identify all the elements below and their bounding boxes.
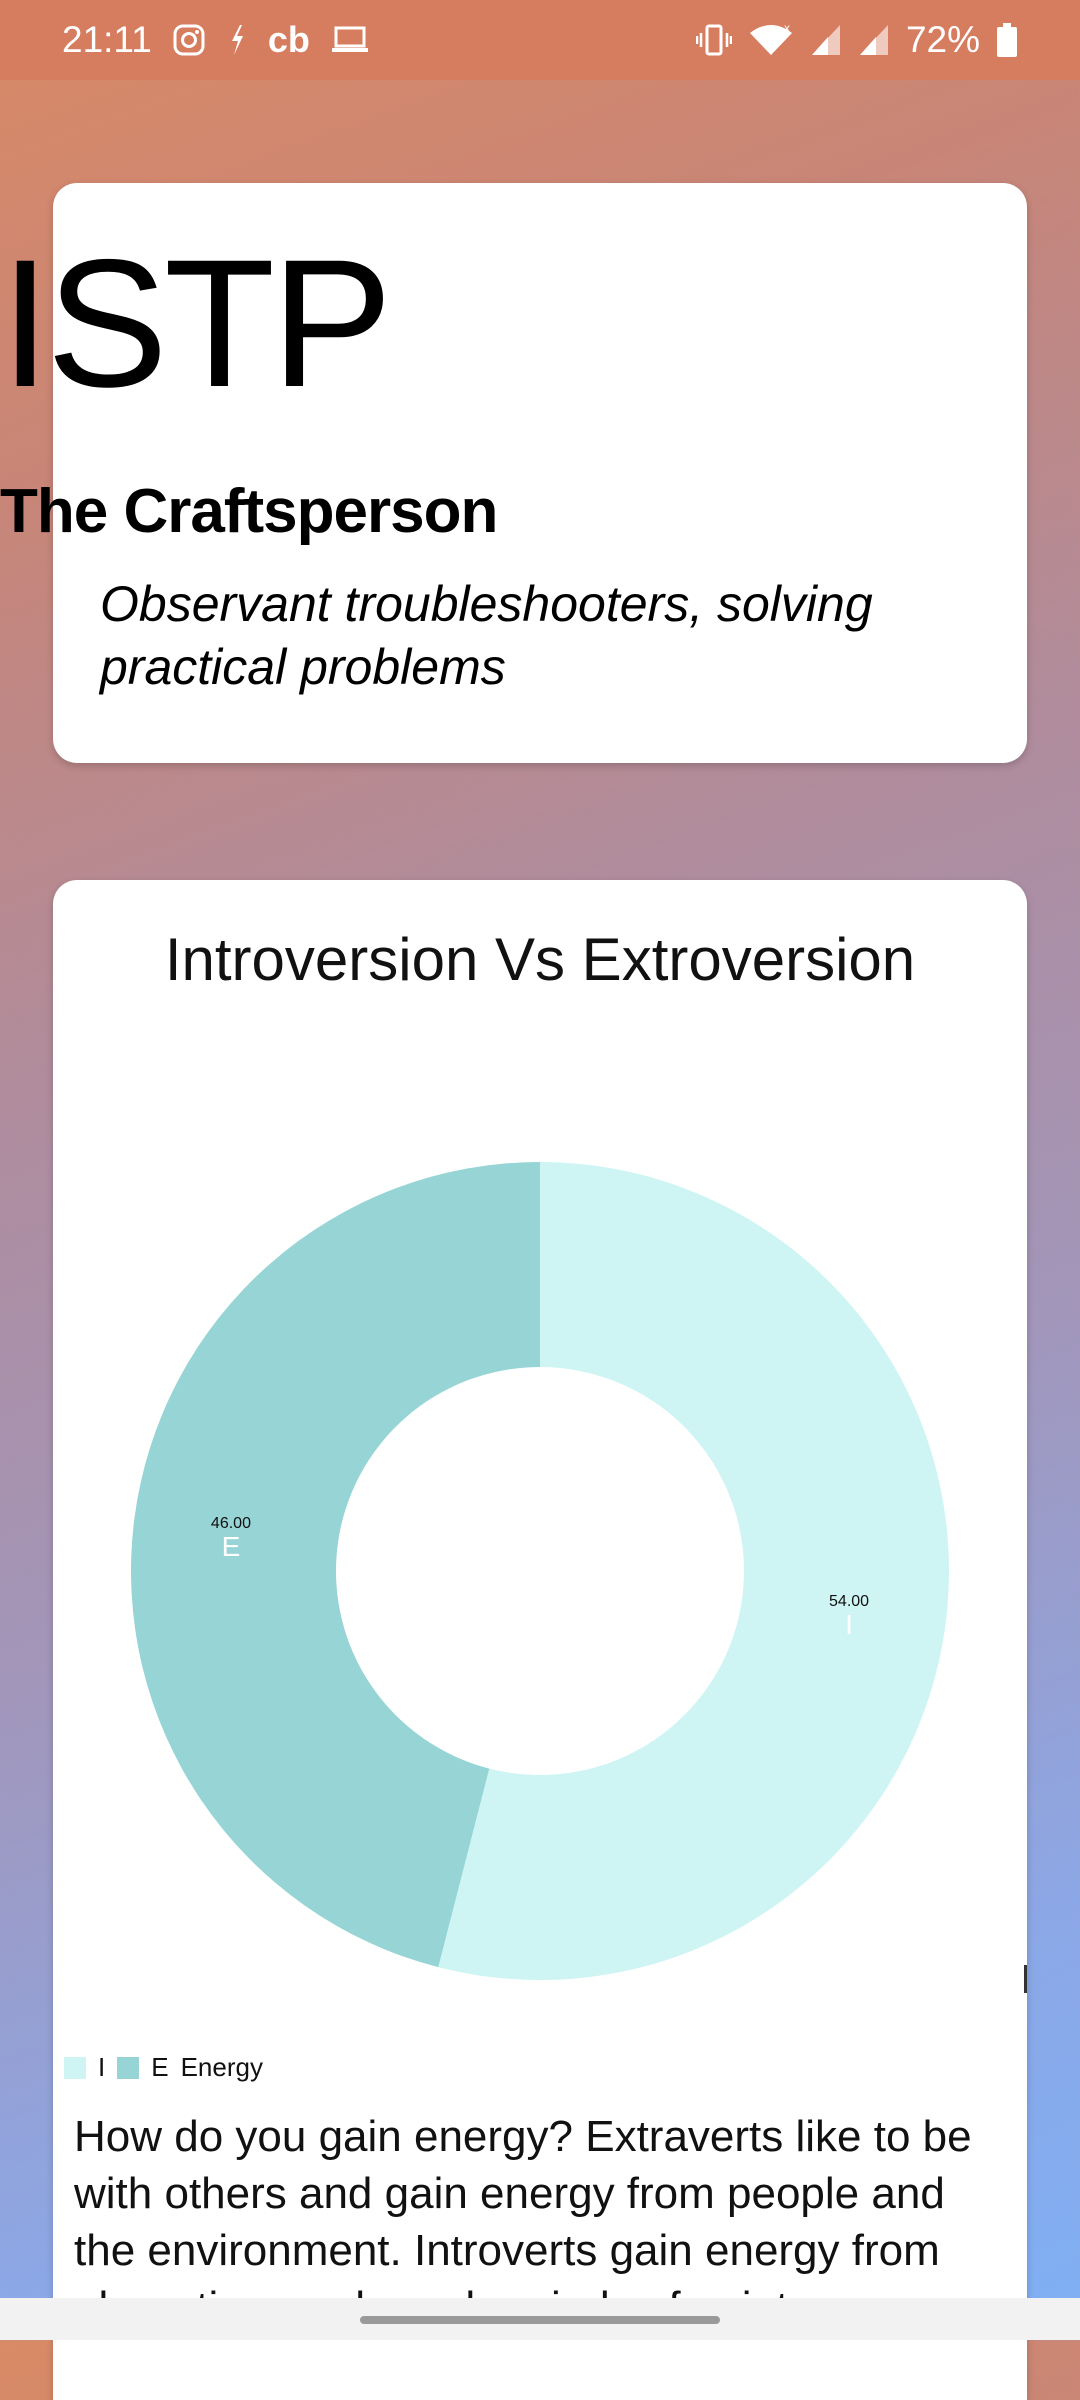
signal-icon <box>810 23 842 57</box>
type-name: The Craftsperson <box>0 477 498 546</box>
status-bar: 21:11 cb x 72% <box>0 0 1080 80</box>
legend-label-i[interactable]: I <box>98 2052 106 2082</box>
flash-icon <box>226 23 248 57</box>
clock: 21:11 <box>62 19 152 60</box>
signal-icon-2 <box>858 23 890 57</box>
legend-title: Energy <box>180 2052 263 2082</box>
type-description: Observant troubleshooters, solving pract… <box>100 576 873 695</box>
donut-chart: 54.00I 46.00E <box>131 1162 950 1981</box>
donut-value-label-e: 46.00 <box>211 1515 251 1532</box>
instagram-icon <box>172 23 206 57</box>
laptop-icon <box>330 25 370 55</box>
scroll-indicator <box>1024 1965 1027 1993</box>
donut-category-label-e: E <box>222 1531 241 1562</box>
cb-icon: cb <box>267 19 310 60</box>
donut-category-label-i: I <box>845 1609 853 1640</box>
battery-percentage: 72% <box>905 19 980 60</box>
battery-icon <box>996 22 1018 58</box>
wifi-icon: x <box>748 23 794 57</box>
personality-type-card <box>53 183 1027 763</box>
vibrate-icon <box>695 23 732 57</box>
legend-label-e[interactable]: E <box>151 2052 169 2082</box>
donut-value-label-i: 54.00 <box>829 1593 869 1610</box>
chart-title: Introversion Vs Extroversion <box>164 926 916 993</box>
donut-slice-i[interactable] <box>438 1162 950 1981</box>
svg-text:x: x <box>784 23 790 35</box>
chart-legend: I E Energy <box>64 2052 263 2083</box>
type-code: ISTP <box>0 221 393 425</box>
legend-swatch-e[interactable] <box>117 2056 140 2079</box>
donut-slice-e[interactable] <box>131 1162 540 1968</box>
home-gesture-handle[interactable] <box>360 2316 720 2324</box>
legend-swatch-i[interactable] <box>64 2056 86 2079</box>
